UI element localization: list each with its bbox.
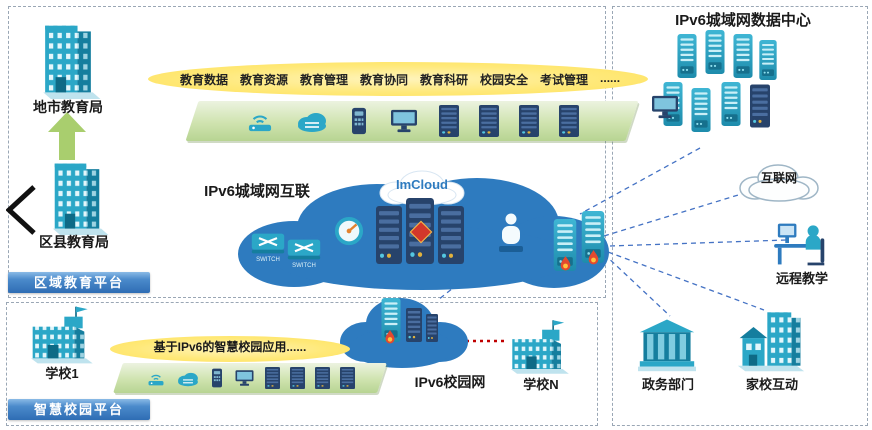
city-bureau-building-icon <box>28 20 108 100</box>
datacenter-server-icon <box>720 80 742 128</box>
school-1-building-icon <box>26 304 96 366</box>
rack-icon <box>376 206 402 264</box>
regional-device-band <box>185 101 639 141</box>
arrow-up-icon <box>48 112 86 160</box>
banner-item: 校园安全 <box>480 73 529 87</box>
user-person-icon <box>498 212 524 254</box>
switch-label: SWITCH <box>292 263 316 269</box>
gauge-icon <box>334 216 364 246</box>
banner-item: 教育管理 <box>299 73 348 87</box>
school-n-label: 学校N <box>523 377 559 392</box>
smart-campus-region-border <box>6 302 598 426</box>
campus-device-band <box>113 363 387 393</box>
monitor-icon <box>234 369 255 387</box>
gov-building-icon <box>638 314 696 374</box>
link-man-to-remote-teaching <box>609 239 787 247</box>
remote-teaching-icon <box>772 218 832 270</box>
ip-phone-icon <box>349 107 369 135</box>
server-rack-icon <box>439 105 459 137</box>
cloud-server-icon <box>176 370 200 387</box>
campus-app-banner-ellipse <box>110 336 350 362</box>
banner-item: ...... <box>600 71 621 85</box>
county-bureau-building-icon <box>38 158 116 236</box>
rack-icon <box>426 314 438 342</box>
campus-cloud-devices <box>360 292 440 362</box>
datacenter-title: IPv6城域网数据中心 <box>675 12 811 29</box>
datacenter-server-icon <box>676 32 698 80</box>
imcloud-logo-text: ImCloud <box>396 177 448 192</box>
school-n-building-icon <box>506 318 572 376</box>
campus-cloud-label: IPv6校园网 <box>414 374 486 390</box>
server-rack-icon <box>265 367 280 389</box>
server-rack-icon <box>559 105 579 137</box>
app-banner-items: 教育数据教育资源教育管理教育协同教育科研校园安全考试管理...... <box>160 71 640 88</box>
flame-icon <box>384 330 396 345</box>
datacenter-server-icon <box>690 86 712 134</box>
banner-item: 考试管理 <box>540 73 589 87</box>
switch-icon <box>250 230 286 257</box>
monitor-icon <box>389 108 419 134</box>
flame-icon <box>587 250 600 266</box>
banner-item: 教育资源 <box>239 73 288 87</box>
remote-teaching-label: 远程教学 <box>775 271 828 286</box>
school-1-label: 学校1 <box>45 366 79 381</box>
regional-platform-badge: 区域教育平台 <box>8 272 150 293</box>
campus-app-banner-text: 基于IPv6的智慧校园应用...... <box>153 340 307 354</box>
imcloud-cloud-icon <box>379 170 465 206</box>
link-datacenter-to-man <box>579 147 701 215</box>
app-banner-ellipse <box>148 62 648 96</box>
datacenter-server-icon <box>758 38 778 82</box>
angle-bracket-shape <box>6 185 36 235</box>
datacenter-rack-icon <box>750 84 770 128</box>
server-rack-icon <box>519 105 539 137</box>
county-bureau-label: 区县教育局 <box>39 234 109 250</box>
firewall-gateway <box>552 206 608 276</box>
server-rack-icon <box>315 367 330 389</box>
server-rack-icon <box>479 105 499 137</box>
server-rack-icon <box>340 367 355 389</box>
link-man-to-home-school <box>607 251 765 311</box>
city-bureau-label: 地市教育局 <box>33 99 103 115</box>
link-man-to-internet <box>603 191 749 237</box>
home-school-label: 家校互动 <box>745 377 798 392</box>
ip-phone-icon <box>210 368 224 388</box>
banner-item: 教育数据 <box>179 73 228 87</box>
banner-item: 教育科研 <box>420 73 469 87</box>
cloud-server-icon <box>295 109 329 133</box>
datacenter-server-icon <box>732 32 754 80</box>
switch-label: SWITCH <box>256 257 280 263</box>
flame-icon <box>559 256 572 272</box>
wifi-router-icon <box>245 109 275 133</box>
external-region-border <box>612 6 868 426</box>
switch-icon <box>286 236 322 263</box>
internet-cloud-icon <box>739 164 819 202</box>
datacenter-monitor-icon <box>650 94 680 120</box>
datacenter-server-icon <box>704 28 726 76</box>
banner-item: 教育协同 <box>359 73 408 87</box>
rack-icon <box>406 308 422 342</box>
rack-icon <box>438 206 464 264</box>
gov-dept-label: 政务部门 <box>641 377 694 392</box>
home-school-buildings-icon <box>736 304 806 374</box>
internet-label: 互联网 <box>760 171 797 185</box>
regional-platform-region-border <box>8 6 606 298</box>
datacenter-cluster <box>650 28 840 154</box>
smart-campus-platform-badge: 智慧校园平台 <box>8 399 150 420</box>
server-rack-icon <box>290 367 305 389</box>
wifi-router-icon <box>146 370 166 387</box>
link-man-to-gov <box>603 253 671 317</box>
man-cloud-title: IPv6城域网互联 <box>204 183 310 200</box>
